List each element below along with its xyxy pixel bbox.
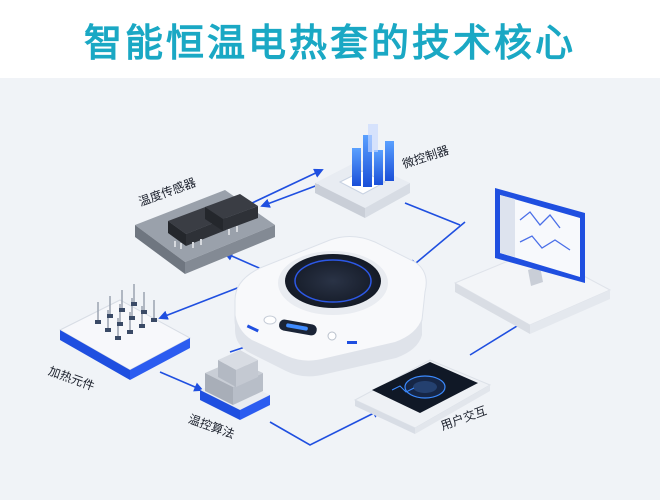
pin-array-icon: [58, 284, 192, 380]
heating-mantle-device-icon: [234, 236, 427, 377]
diagram-canvas: 温度传感器 微控制器 加热元件 温控算法 用户交互: [0, 78, 660, 500]
arrow-monitor-to-device: [408, 221, 466, 270]
arrow-algorithm-to-user: [269, 409, 382, 446]
arrow-sensor-to-controller: [251, 168, 324, 204]
title-bar: 智能恒温电热套的技术核心: [0, 0, 660, 78]
diagram-svg: [58, 124, 612, 446]
monitor-dashboard-icon: [453, 188, 612, 334]
sensor-chip-icon: [135, 190, 275, 274]
arrow-heater-to-algorithm: [159, 371, 204, 392]
cube-block-icon: [200, 350, 270, 420]
smartphone-icon: [353, 359, 492, 434]
arrow-device-to-heater: [158, 284, 246, 320]
bar-chart-block-icon: [315, 124, 410, 218]
arrow-controller-to-monitor: [404, 202, 461, 226]
page-title: 智能恒温电热套的技术核心: [83, 20, 576, 65]
